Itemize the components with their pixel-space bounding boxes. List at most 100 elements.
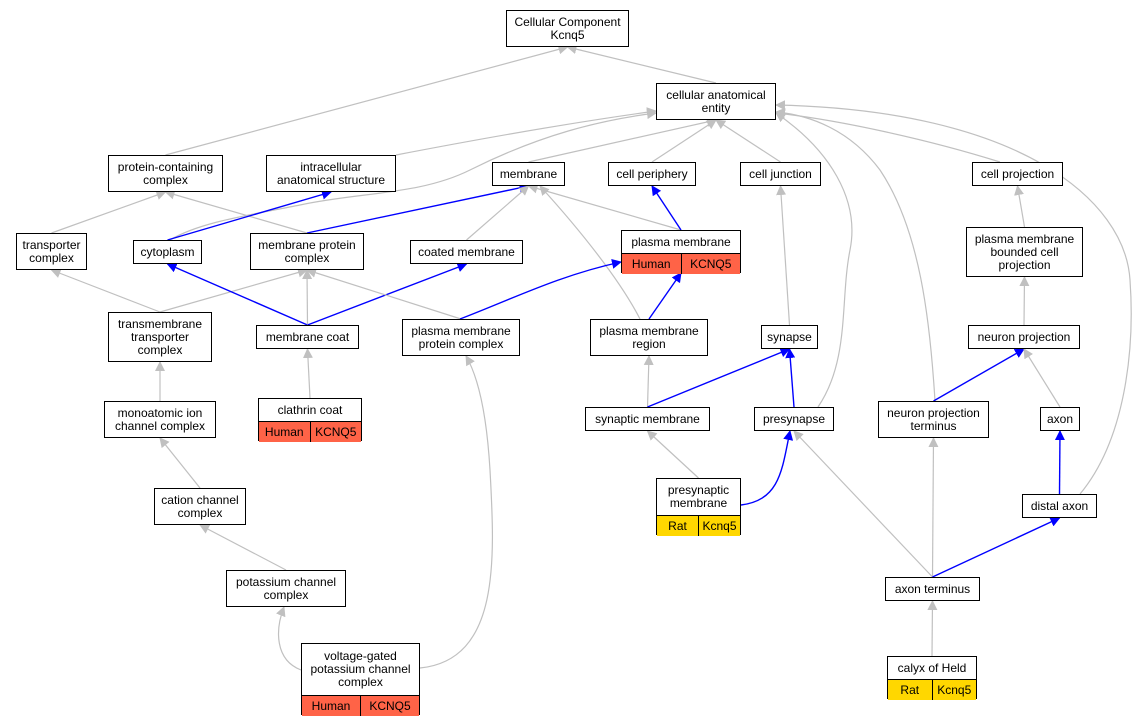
term-node-tmtc: transmembrane transporter complex xyxy=(108,312,212,362)
edge-synm-to-syn xyxy=(647,347,791,408)
species-cell: Human xyxy=(302,696,360,716)
edge-dax-to-axon xyxy=(1054,430,1065,495)
gene-cell: KCNQ5 xyxy=(680,254,740,274)
term-node-dax: distal axon xyxy=(1022,494,1097,518)
edge-presyn-to-syn xyxy=(785,348,796,408)
edge-pmpc-to-mpc xyxy=(306,267,462,320)
term-node-pmpc: plasma membrane protein complex xyxy=(402,319,520,356)
edge-mcoat-to-mpc xyxy=(302,269,313,326)
edge-syn-to-cjun xyxy=(776,185,791,326)
edge-nproj-to-pmbcp xyxy=(1019,276,1030,326)
edge-synm-to-pmr xyxy=(643,355,654,408)
edge-cacc-to-micc xyxy=(159,437,201,489)
term-label: cellular anatomical entity xyxy=(666,87,766,115)
term-label: axon xyxy=(1046,411,1074,426)
edge-axt-to-presyn xyxy=(793,430,933,578)
term-node-nproj: neuron projection xyxy=(968,325,1080,349)
term-label: transporter complex xyxy=(22,237,81,265)
species-cell: Human xyxy=(259,422,310,442)
edge-cyto-to-cae xyxy=(169,109,657,241)
gene-cell: KCNQ5 xyxy=(309,422,361,442)
term-label: membrane coat xyxy=(265,329,350,344)
term-node-tcx: transporter complex xyxy=(16,233,87,270)
term-label: plasma membrane bounded cell projection xyxy=(974,231,1075,272)
term-label: voltage-gated potassium channel complex xyxy=(310,649,411,689)
term-node-mem: membrane xyxy=(492,162,565,186)
edge-pmbcp-to-cproj xyxy=(1014,185,1026,228)
term-node-root: Cellular Component Kcnq5 xyxy=(506,10,629,47)
term-label: membrane xyxy=(499,166,558,181)
edge-mcoat-to-cyto xyxy=(166,263,308,326)
edge-psm-to-synm xyxy=(646,430,699,479)
term-node-ias: intracellular anatomical structure xyxy=(266,155,396,192)
term-label: cytoplasm xyxy=(140,244,195,259)
edge-npt-to-cae xyxy=(775,107,936,402)
term-node-mcoat: membrane coat xyxy=(256,325,359,349)
term-label: neuron projection xyxy=(977,329,1071,344)
edge-kcc-to-cacc xyxy=(199,524,287,571)
term-label: membrane protein complex xyxy=(258,237,356,265)
term-label: plasma membrane protein complex xyxy=(411,323,511,351)
term-node-pcc: protein-containing complex xyxy=(108,155,223,192)
species-cell: Rat xyxy=(657,516,698,536)
term-label: neuron projection terminus xyxy=(887,405,980,433)
term-label: axon terminus xyxy=(894,581,971,596)
edge-pm-to-mem xyxy=(527,183,682,231)
edge-pmr-to-pm xyxy=(648,272,682,320)
edge-axt-to-dax xyxy=(932,517,1061,578)
term-node-cper: cell periphery xyxy=(608,162,696,186)
term-label: intracellular anatomical structure xyxy=(276,159,386,187)
edge-coh-to-axt xyxy=(927,600,938,657)
edge-pm-to-cper xyxy=(651,185,682,231)
term-label: cell periphery xyxy=(616,166,688,181)
edge-cae-to-root xyxy=(566,44,717,84)
term-label: monoatomic ion channel complex xyxy=(114,405,206,433)
edge-psm-to-presyn xyxy=(740,430,794,506)
term-label: distal axon xyxy=(1030,498,1089,513)
term-node-cacc: cation channel complex xyxy=(154,488,246,525)
edge-vgkcc-to-kcc xyxy=(276,606,302,671)
edge-ias-to-cae xyxy=(395,107,657,156)
term-label: presynaptic membrane xyxy=(667,483,730,510)
term-node-pmr: plasma membrane region xyxy=(590,319,708,356)
term-node-syn: synapse xyxy=(761,325,818,349)
edge-mcoat-to-cmem xyxy=(307,262,468,326)
term-node-axon: axon xyxy=(1040,407,1080,431)
term-label: plasma membrane region xyxy=(599,323,699,351)
term-label: presynapse xyxy=(762,411,826,426)
term-label: clathrin coat xyxy=(277,402,343,417)
term-label: calyx of Held xyxy=(897,660,967,675)
term-node-cjun: cell junction xyxy=(740,162,821,186)
edge-axt-to-npt xyxy=(928,437,939,578)
term-node-mpc: membrane protein complex xyxy=(250,233,364,270)
term-node-micc: monoatomic ion channel complex xyxy=(104,401,216,438)
edge-vgkcc-to-pmpc xyxy=(419,355,494,669)
gene-cell: KCNQ5 xyxy=(360,696,419,716)
term-node-cproj: cell projection xyxy=(972,162,1063,186)
term-label: protein-containing complex xyxy=(117,159,214,187)
term-node-axt: axon terminus xyxy=(885,577,980,601)
edge-pmpc-to-pm xyxy=(459,258,622,320)
term-label: cell junction xyxy=(749,166,812,181)
term-node-pmbcp: plasma membrane bounded cell projection xyxy=(966,227,1083,277)
gene-cell: Kcnq5 xyxy=(698,516,740,536)
term-label: cation channel complex xyxy=(161,492,239,520)
term-label: synapse xyxy=(767,329,812,344)
term-label: cell projection xyxy=(980,166,1055,181)
term-node-synm: synaptic membrane xyxy=(585,407,710,431)
term-label: Cellular Component Kcnq5 xyxy=(514,14,621,42)
edge-axon-to-nproj xyxy=(1023,348,1061,408)
edge-npt-to-nproj xyxy=(933,348,1025,402)
term-node-npt: neuron projection terminus xyxy=(878,401,989,438)
